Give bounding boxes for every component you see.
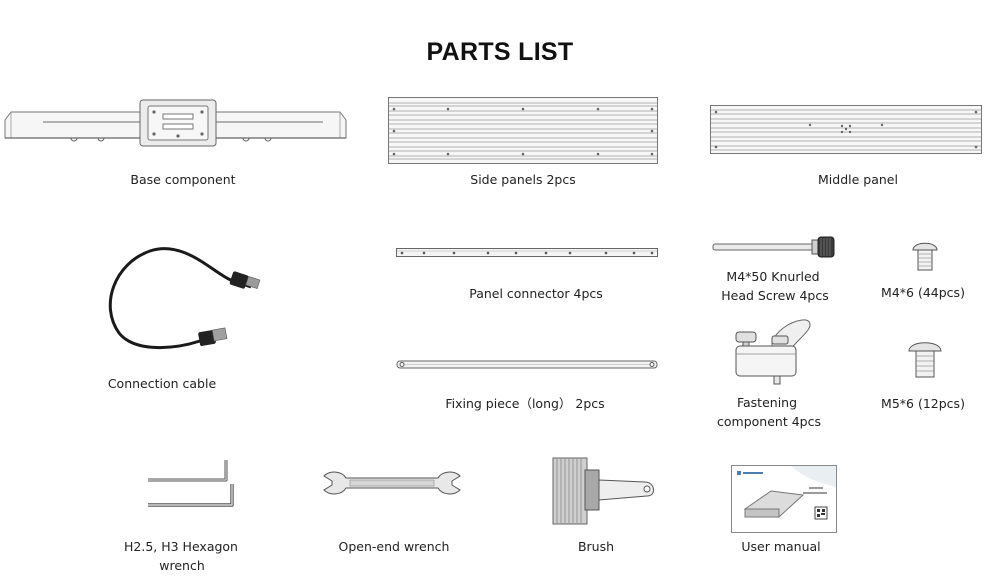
fastening-component-label-line1: Fastening [736, 395, 798, 410]
hex-wrench-label-line1: H2.5, H3 Hexagon [124, 539, 238, 554]
user-manual-image [731, 465, 837, 533]
m4-screw-label: M4*6 (44pcs) [881, 285, 965, 300]
side-panels-image [388, 97, 658, 165]
panel-connector-label: Panel connector 4pcs [469, 286, 603, 301]
middle-panel-label: Middle panel [818, 172, 898, 187]
middle-panel-image [710, 105, 982, 155]
hex-wrench-image [144, 458, 238, 510]
fastening-component-image [732, 318, 814, 386]
open-end-wrench-label: Open-end wrench [338, 539, 450, 554]
knurled-screw-image [712, 236, 836, 258]
base-component-label: Base component [130, 172, 236, 187]
connection-cable-label: Connection cable [107, 376, 217, 391]
knurled-screw-label-line1: M4*50 Knurled [726, 269, 820, 284]
knurled-screw-label-line2: Head Screw 4pcs [721, 288, 829, 303]
fixing-piece-label: Fixing piece（long） 2pcs [445, 396, 605, 411]
user-manual-label: User manual [741, 539, 821, 554]
m4-screw-image [912, 238, 938, 272]
side-panels-label: Side panels 2pcs [470, 172, 576, 187]
fastening-component-label-line2: component 4pcs [717, 414, 821, 429]
connection-cable-image [105, 245, 265, 357]
fixing-piece-image [396, 358, 658, 372]
brush-image [551, 456, 659, 526]
page-title: PARTS LIST [426, 38, 574, 66]
m5-screw-image [908, 336, 942, 380]
base-component-image [3, 98, 348, 150]
brush-label: Brush [577, 539, 615, 554]
panel-connector-image [396, 247, 658, 259]
open-end-wrench-image [322, 468, 462, 498]
m5-screw-label: M5*6 (12pcs) [881, 396, 965, 411]
hex-wrench-label-line2: wrench [159, 558, 205, 573]
